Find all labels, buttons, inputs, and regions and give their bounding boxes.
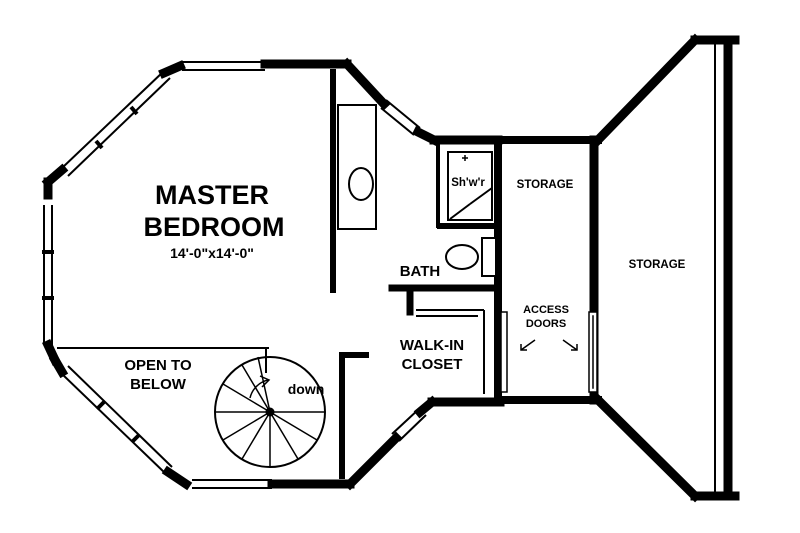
window-southwest [61, 365, 173, 475]
window-south [192, 479, 272, 489]
storage-large-label: STORAGE [629, 259, 686, 271]
window-north [182, 61, 265, 71]
room-labels: MASTER BEDROOM 14'-0"x14'-0" OPEN TO BEL… [124, 177, 685, 397]
access-door-arrows [520, 339, 578, 351]
window-northwest [61, 70, 171, 177]
toilet-icon [445, 237, 497, 277]
interior-walls [57, 69, 502, 479]
walk-in-closet-line2: CLOSET [402, 356, 463, 373]
stair-down-label: down [288, 381, 325, 397]
sink-icon [348, 167, 374, 201]
shower-label: Sh'w'r [451, 177, 485, 189]
storage-area [494, 33, 740, 503]
window-northeast [380, 99, 421, 136]
shower [447, 151, 493, 221]
storage-small-label: STORAGE [517, 179, 574, 191]
master-bedroom-title-line2: BEDROOM [144, 212, 285, 242]
spiral-stair [214, 356, 326, 468]
windows [42, 61, 427, 489]
bath-label: BATH [400, 263, 441, 280]
access-doors-line2: DOORS [526, 318, 566, 330]
bath-vanity [337, 104, 377, 230]
walk-in-closet-line1: WALK-IN [400, 337, 464, 354]
window-west [42, 205, 54, 345]
master-bedroom-dimensions: 14'-0"x14'-0" [170, 245, 254, 261]
window-southeast [391, 407, 427, 442]
closet-rod [416, 309, 485, 394]
master-bedroom-title-line1: MASTER [155, 180, 269, 210]
access-doors-line1: ACCESS [523, 304, 569, 316]
open-to-below-line2: BELOW [130, 376, 187, 393]
exterior-walls [41, 57, 505, 491]
open-to-below-line1: OPEN TO [124, 357, 192, 374]
